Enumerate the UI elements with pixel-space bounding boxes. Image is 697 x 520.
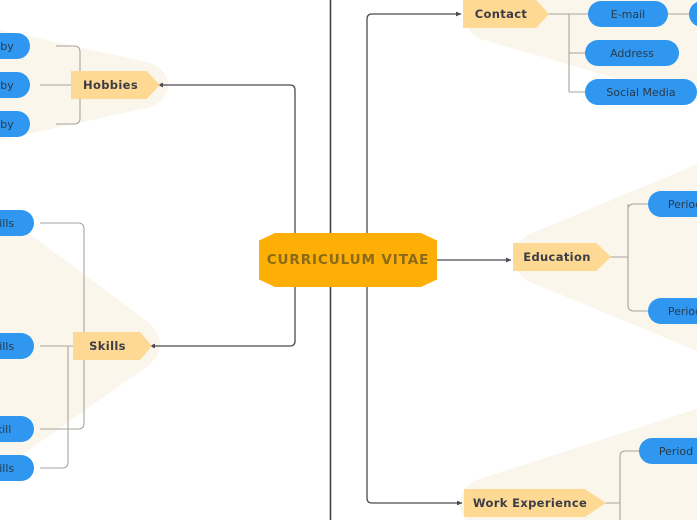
branch-node-contact[interactable]: Contact [463, 0, 549, 28]
leaf-label-address: Address [610, 46, 654, 60]
central-node-label: CURRICULUM VITAE [266, 252, 430, 268]
leaf-label-skills-4: Skills [0, 461, 15, 475]
leaf-label-work-period-1: Period [658, 444, 694, 458]
leaf-node-hobby-3[interactable]: Hobby [0, 111, 30, 137]
leaf-node-hobby-1[interactable]: Hobby [0, 33, 30, 59]
leaf-node-skills-4[interactable]: Skills [0, 455, 34, 481]
leaf-node-skills-2[interactable]: Skills [0, 333, 34, 359]
leaf-label-social-media: Social Media [606, 85, 676, 99]
leaf-node-hobby-2[interactable]: Hobby [0, 72, 30, 98]
leaf-label-email: E-mail [610, 7, 646, 21]
central-node[interactable]: CURRICULUM VITAE [259, 233, 437, 287]
leaf-node-social-media[interactable]: Social Media [585, 79, 697, 105]
leaf-label-hobby-3: Hobby [0, 117, 14, 131]
leaf-node-skills-3[interactable]: Skill [0, 416, 34, 442]
leaf-node-education-period-1[interactable]: Period [648, 191, 697, 217]
leaf-label-education-period-1: Period [667, 197, 697, 211]
leaf-label-skills-1: Skills [0, 216, 15, 230]
leaf-node-address[interactable]: Address [585, 40, 679, 66]
leaf-label-skills-2: Skills [0, 339, 15, 353]
leaf-node-skills-1[interactable]: Skills [0, 210, 34, 236]
leaf-label-hobby-2: Hobby [0, 78, 14, 92]
leaf-node-education-period-2[interactable]: Period [648, 298, 697, 324]
leaf-node-email-child-clipped[interactable] [689, 1, 697, 27]
branch-label-skills: Skills [89, 339, 126, 353]
leaf-label-skills-3: Skill [0, 422, 12, 436]
branch-node-education[interactable]: Education [513, 243, 611, 271]
leaf-label-hobby-1: Hobby [0, 39, 14, 53]
branch-node-work-experience[interactable]: Work Experience [464, 489, 606, 517]
branch-label-work-experience: Work Experience [472, 496, 588, 510]
leaf-node-work-period-1[interactable]: Period [639, 438, 697, 464]
branch-label-education: Education [523, 250, 591, 264]
branch-label-hobbies: Hobbies [82, 78, 139, 92]
branch-node-skills[interactable]: Skills [73, 332, 152, 360]
leaf-node-email[interactable]: E-mail [588, 1, 668, 27]
branch-label-contact: Contact [474, 7, 528, 21]
branch-node-hobbies[interactable]: Hobbies [71, 71, 160, 99]
leaf-label-education-period-2: Period [667, 304, 697, 318]
